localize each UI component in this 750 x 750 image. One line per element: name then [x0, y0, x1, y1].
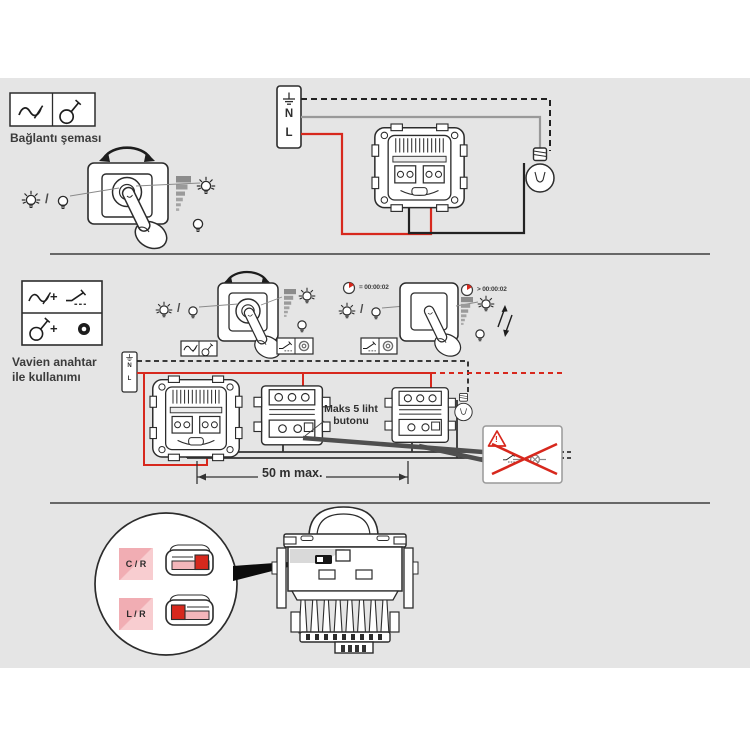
max-buttons-label-line2: butonu	[333, 415, 369, 427]
dimmer-mechanism	[149, 375, 243, 462]
wiring-diagram-middle	[121, 351, 572, 484]
terminal-label-neutral: N	[127, 363, 132, 369]
crossed-illuminated-button-icon	[491, 442, 558, 476]
leader-line	[260, 296, 283, 306]
clock-icon	[342, 281, 356, 295]
on-off-separator: /	[177, 301, 181, 315]
callout-wedge	[302, 435, 484, 455]
on-off-separator: /	[45, 191, 49, 206]
wire-switched	[407, 163, 526, 235]
legend-caption-top: Bağlantı şeması	[10, 131, 102, 145]
wire-control-continues	[546, 451, 572, 459]
legend-box-top	[9, 92, 96, 127]
warning-box	[482, 425, 563, 484]
wire-earth	[301, 98, 551, 151]
wiring-diagram-top	[276, 85, 555, 236]
selector-label-cr: C / R	[119, 548, 153, 580]
legend-box-middle	[21, 280, 103, 346]
red-cross	[491, 442, 558, 476]
push-button-mechanism-2	[384, 387, 457, 443]
selector-label-lr: L / R	[119, 598, 153, 630]
button-illustration-middle	[339, 281, 513, 362]
legend-caption-middle-line1: Vavien anahtar	[12, 355, 97, 369]
max-buttons-label-line1: Maks 5 liht	[324, 403, 378, 415]
max-distance-label: 50 m max.	[258, 466, 327, 480]
wire-neutral	[301, 115, 542, 152]
terminal-label-neutral: N	[284, 108, 294, 120]
terminal-label-live: L	[127, 376, 132, 382]
leader-line	[304, 420, 325, 437]
plus-sign: +	[50, 321, 58, 336]
knob-illustration-middle	[156, 270, 316, 364]
clock-icon	[460, 283, 474, 297]
warning-exclamation: !	[495, 434, 498, 444]
press-time-long: > 00:00:02	[477, 286, 507, 293]
mini-legend-boxes	[180, 337, 398, 357]
terminal-block	[121, 351, 138, 393]
on-off-separator: /	[360, 302, 364, 316]
selector-switch-cr	[165, 544, 214, 576]
legend-caption-middle-line2: ile kullanımı	[12, 370, 81, 384]
leader-line	[69, 187, 120, 197]
leader-line	[135, 182, 201, 187]
knob-illustration-top	[22, 146, 215, 255]
press-time-short: = 00:00:02	[359, 284, 389, 291]
plus-sign: +	[50, 289, 58, 304]
selector-switch-lr	[165, 594, 214, 626]
dimmer-mechanism	[371, 123, 468, 213]
callout-wedge	[418, 443, 484, 463]
leader-line	[198, 303, 239, 308]
wire-earth	[137, 360, 469, 392]
terminal-label-live: L	[285, 127, 293, 139]
rear-mechanism	[271, 506, 419, 654]
indicator-ring-icon	[78, 323, 90, 335]
push-button-mechanism-1	[253, 385, 331, 446]
wire-live	[301, 132, 433, 236]
